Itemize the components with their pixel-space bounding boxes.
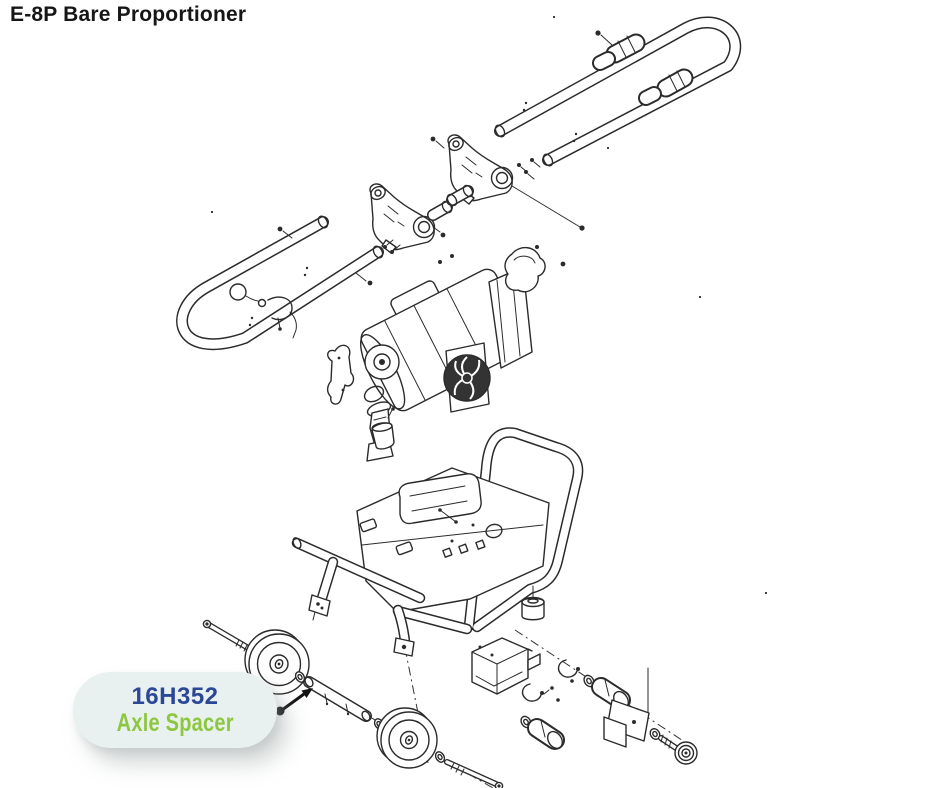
upper-handle-tube (494, 16, 742, 167)
part-number: 16H352 (131, 682, 219, 710)
callout-arrow-icon (275, 688, 313, 716)
axle-and-wheels (202, 619, 504, 788)
page-title: E-8P Bare Proportioner (10, 3, 247, 26)
part-callout-bubble[interactable]: 16H352 Axle Spacer (73, 672, 277, 748)
part-name-wrap: Axle Spacer (102, 708, 248, 737)
handle-brackets (369, 134, 585, 254)
pump-assembly (326, 245, 566, 462)
cart-frame (291, 407, 584, 657)
bracket-roller-group (471, 637, 698, 765)
cart-handle-tube (176, 215, 384, 350)
axle-spacer-part[interactable] (303, 676, 372, 722)
speckles (210, 15, 768, 595)
part-name: Axle Spacer (116, 708, 234, 737)
lanyard-pin (229, 283, 297, 339)
